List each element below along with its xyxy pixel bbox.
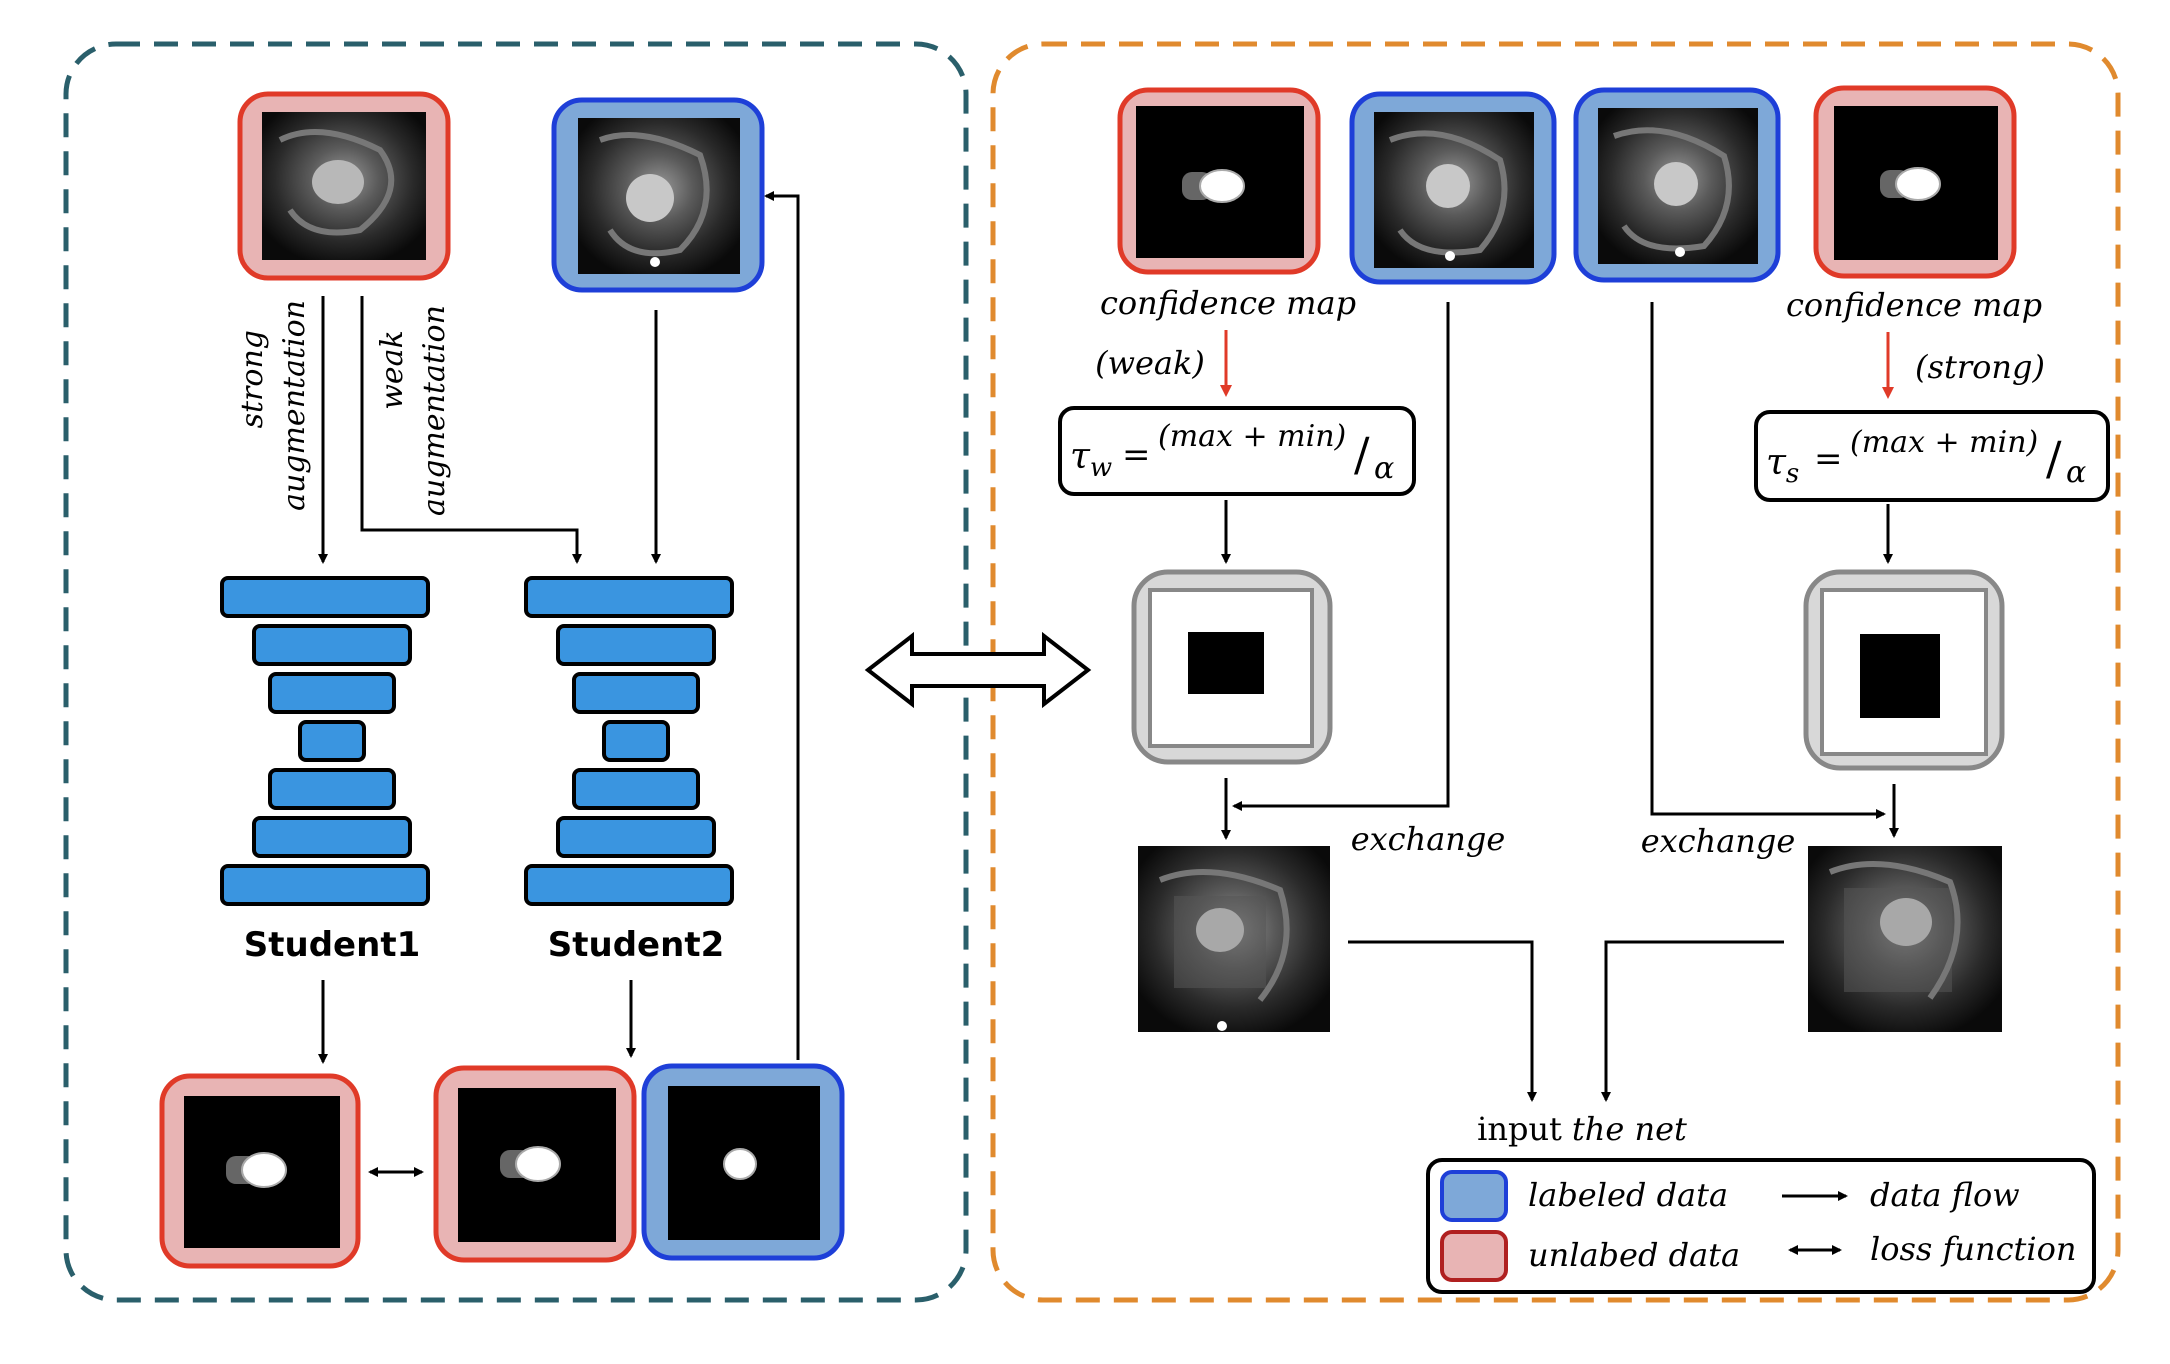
tau-w-eq: = [1122, 435, 1151, 475]
weak-label: (weak) [1095, 344, 1205, 382]
confidence-map-strong-image [1813, 85, 2017, 279]
exchange-right-arrow [1650, 302, 1886, 819]
mask-weak [1131, 569, 1333, 765]
student2-label: Student2 [548, 925, 724, 965]
confidence-map-strong-label: confidence map [1786, 286, 2042, 324]
tau-w-numerator: (max + min) [1158, 419, 1346, 454]
weak-augmentation-text: augmentation [417, 305, 452, 516]
input-the-net-label: input the net [1477, 1110, 1687, 1148]
mixed-image-weak [1138, 846, 1330, 1032]
exchange-right-label: exchange [1641, 822, 1796, 860]
weak-to-net-arrow [1348, 940, 1537, 1102]
labeled-input-image [551, 97, 765, 293]
tau-w-slash: / [1354, 427, 1370, 481]
the-net-words: the net [1572, 1110, 1687, 1148]
legend-labeled-swatch [1440, 1170, 1508, 1222]
ground-truth-label [641, 1063, 845, 1261]
strong-augmentation-text: augmentation [277, 300, 312, 511]
mixed-image-strong [1808, 846, 2002, 1032]
panel-exchange-double-arrow [864, 631, 1092, 709]
exchange-left-label: exchange [1351, 820, 1506, 858]
input-word: input [1477, 1110, 1562, 1148]
confidence-map-weak-image [1117, 87, 1321, 275]
legend-data-flow-text: data flow [1870, 1176, 2020, 1214]
svg-text:τs: τs [1766, 442, 1799, 489]
student2-prediction [433, 1065, 637, 1263]
legend-loss-text: loss function [1870, 1230, 2076, 1268]
student1-prediction [159, 1073, 361, 1269]
strong-label: (strong) [1915, 348, 2045, 386]
legend: labeled data unlabed data data flow loss… [1426, 1158, 2096, 1294]
strong-to-net-arrow [1601, 940, 1784, 1102]
tau-s-denominator: α [2066, 455, 2086, 490]
strong-text: strong [235, 330, 270, 428]
tau-s-slash: / [2046, 431, 2062, 485]
weak-aug-arrow [360, 296, 582, 564]
svg-text:τw: τw [1070, 436, 1112, 483]
weak-text: weak [375, 330, 410, 410]
tau-s-sub: s [1786, 459, 1799, 489]
tau-s-formula: τs = (max + min) / α [1754, 410, 2110, 502]
label-feedback-arrow [764, 191, 800, 1060]
tau-s-eq: = [1814, 439, 1843, 479]
tau-w-symbol: τ [1070, 436, 1091, 477]
legend-labeled-text: labeled data [1528, 1176, 1728, 1214]
mask-strong [1803, 569, 2005, 771]
labeled-image-2 [1573, 87, 1781, 283]
exchange-left-arrow [1232, 302, 1450, 811]
confidence-map-weak-label: confidence map [1100, 284, 1356, 322]
labeled-image-1 [1349, 91, 1557, 285]
student1-label: Student1 [244, 925, 420, 965]
tau-s-numerator: (max + min) [1850, 425, 2038, 460]
legend-unlabeled-swatch [1440, 1230, 1508, 1282]
student1-network [220, 576, 430, 906]
unlabeled-input-image [237, 91, 451, 281]
tau-w-formula: τw = (max + min) / α [1058, 406, 1416, 496]
tau-w-denominator: α [1374, 451, 1394, 486]
tau-w-sub: w [1090, 453, 1112, 483]
tau-s-symbol: τ [1766, 442, 1787, 483]
right-panel [990, 41, 2121, 1303]
student2-network [524, 576, 734, 906]
legend-unlabeled-text: unlabed data [1528, 1236, 1740, 1274]
